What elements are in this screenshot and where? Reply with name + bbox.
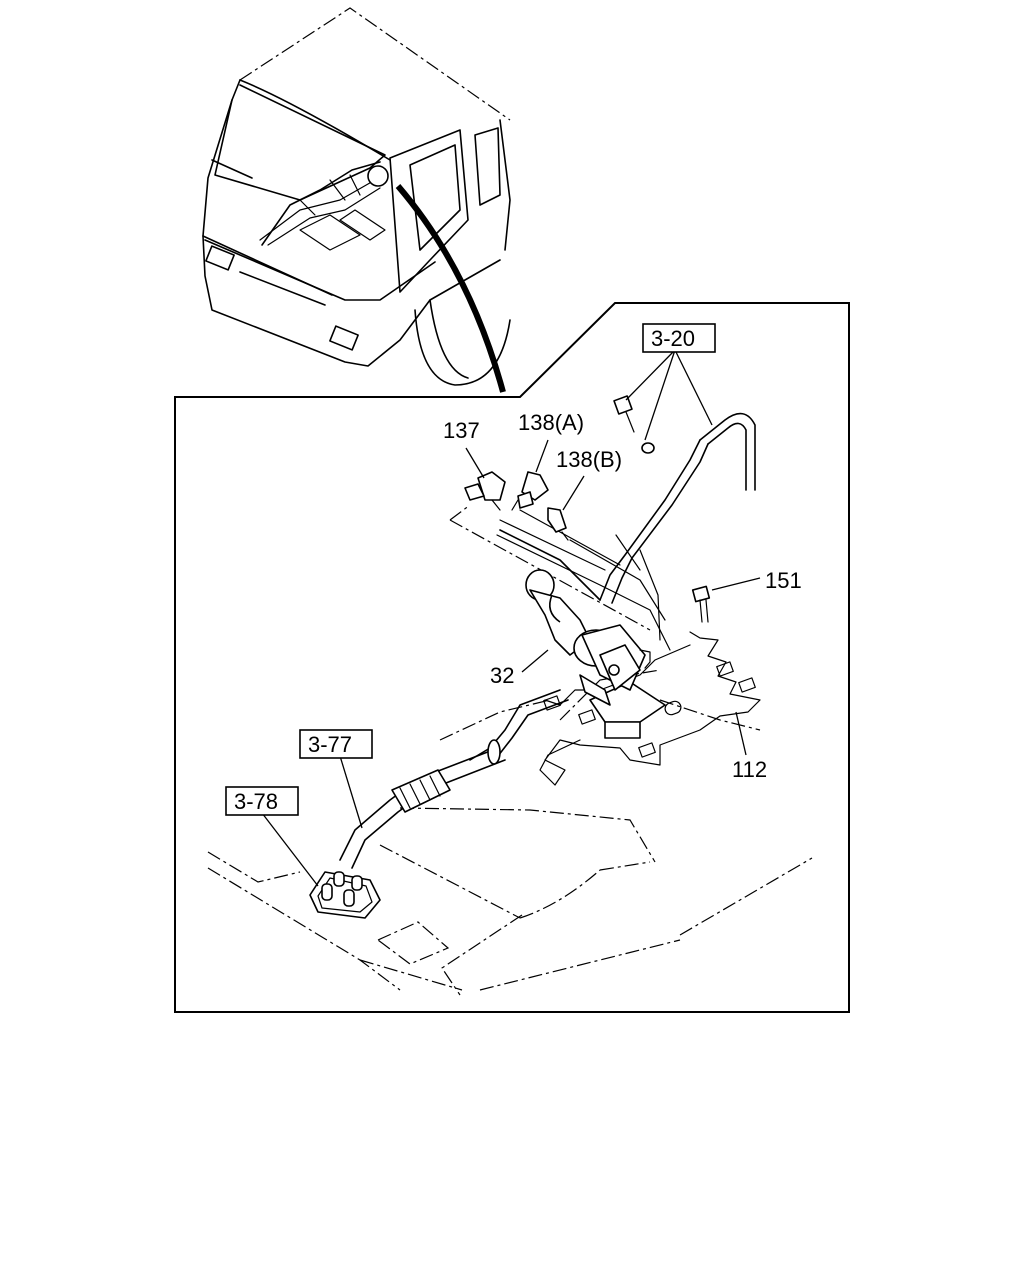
switch-138b xyxy=(547,507,569,541)
bulkhead-fitting xyxy=(309,871,381,919)
callout-112: 112 xyxy=(732,757,767,782)
reference-3-20[interactable]: 3-20 xyxy=(642,323,716,353)
cable-routing xyxy=(339,412,756,869)
reference-3-20-label: 3-20 xyxy=(651,326,695,351)
switch-138a xyxy=(511,471,549,511)
reference-3-78-label: 3-78 xyxy=(234,789,278,814)
truck-cab-illustration xyxy=(202,7,511,393)
reference-3-77-label: 3-77 xyxy=(308,732,352,757)
leader-lines xyxy=(261,349,761,887)
mounting-bracket xyxy=(539,631,761,786)
valve-assembly xyxy=(525,569,651,706)
callout-32: 32 xyxy=(490,663,514,688)
reference-3-77[interactable]: 3-77 xyxy=(299,729,373,759)
reference-3-78[interactable]: 3-78 xyxy=(225,786,299,816)
callout-138b: 138(B) xyxy=(556,447,622,472)
switch-137 xyxy=(464,471,506,511)
callout-137: 137 xyxy=(443,418,480,443)
callout-138a: 138(A) xyxy=(518,410,584,435)
bolt-3-20 xyxy=(613,395,655,454)
cab-floor-outline xyxy=(207,669,813,996)
bolt-151 xyxy=(691,585,711,623)
detail-frame xyxy=(174,302,850,1013)
callout-151: 151 xyxy=(765,568,802,593)
